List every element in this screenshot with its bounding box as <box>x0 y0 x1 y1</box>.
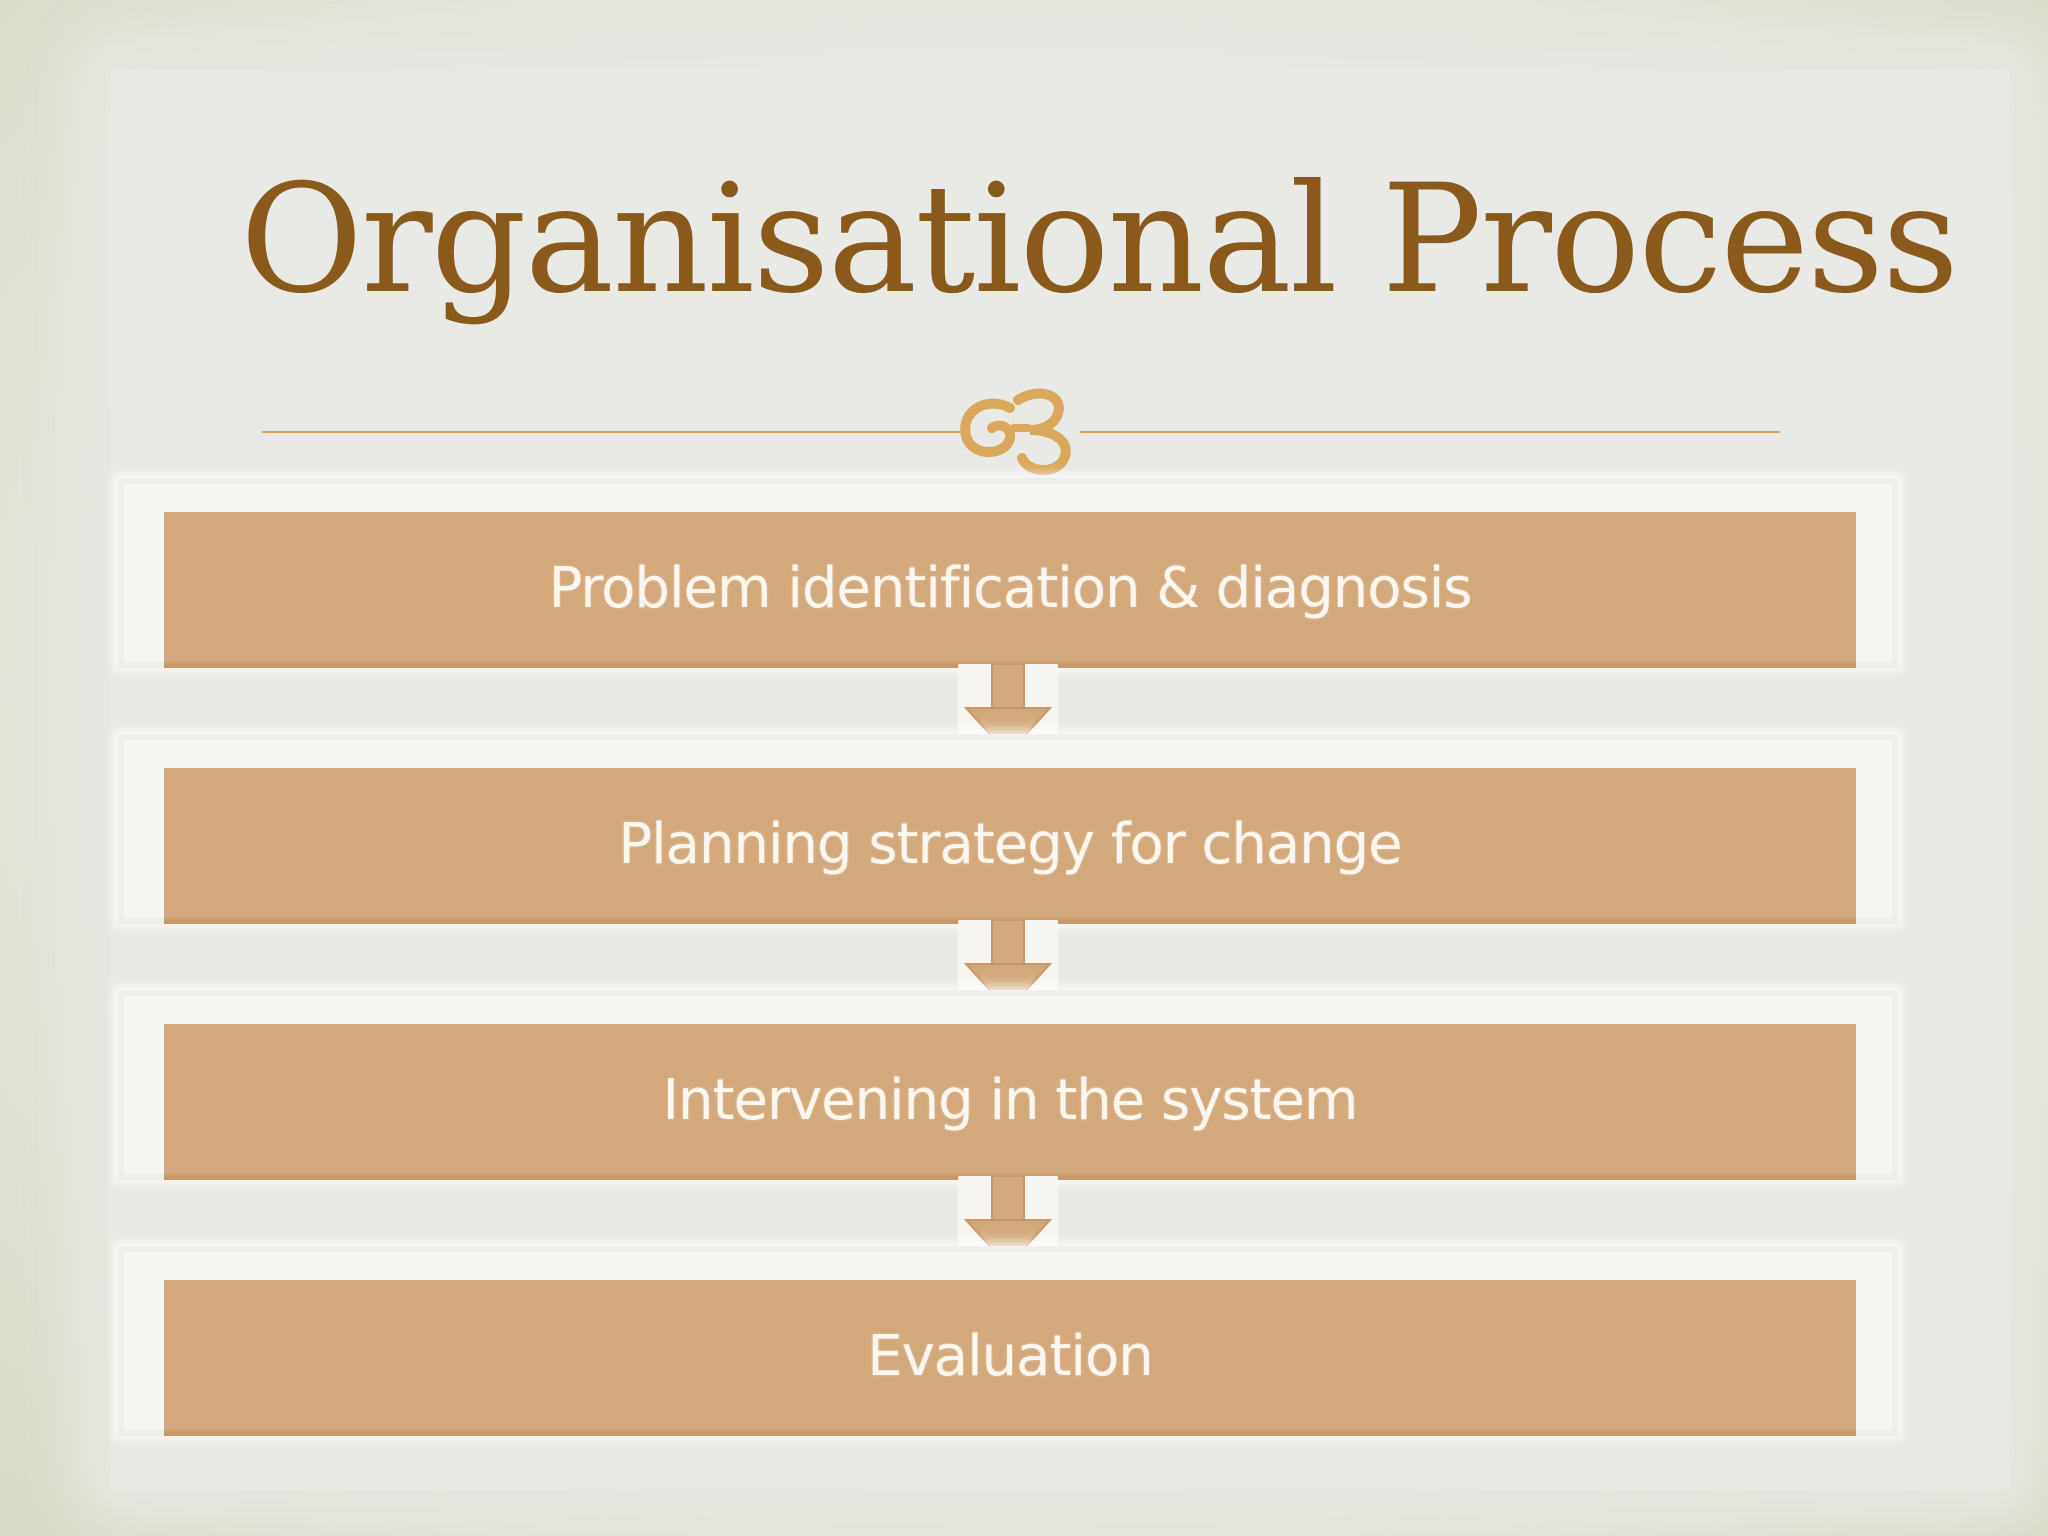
process-step-4: Evaluation <box>164 1280 1856 1432</box>
process-step-1: Problem identification & diagnosis <box>164 512 1856 664</box>
process-step-3: Intervening in the system <box>164 1024 1856 1176</box>
slide-title: Organisational Process <box>240 153 1959 327</box>
process-step-label: Intervening in the system <box>662 1067 1359 1133</box>
process-step-label: Evaluation <box>867 1323 1153 1389</box>
flourish-icon <box>960 388 1071 476</box>
process-step-2: Planning strategy for change <box>164 768 1856 920</box>
title-divider-left <box>262 431 962 433</box>
process-step-label: Problem identification & diagnosis <box>548 555 1473 621</box>
title-divider-right <box>1080 431 1780 433</box>
process-step-label: Planning strategy for change <box>618 811 1402 877</box>
process-flow-diagram: Problem identification & diagnosis Plann… <box>118 478 1898 1458</box>
